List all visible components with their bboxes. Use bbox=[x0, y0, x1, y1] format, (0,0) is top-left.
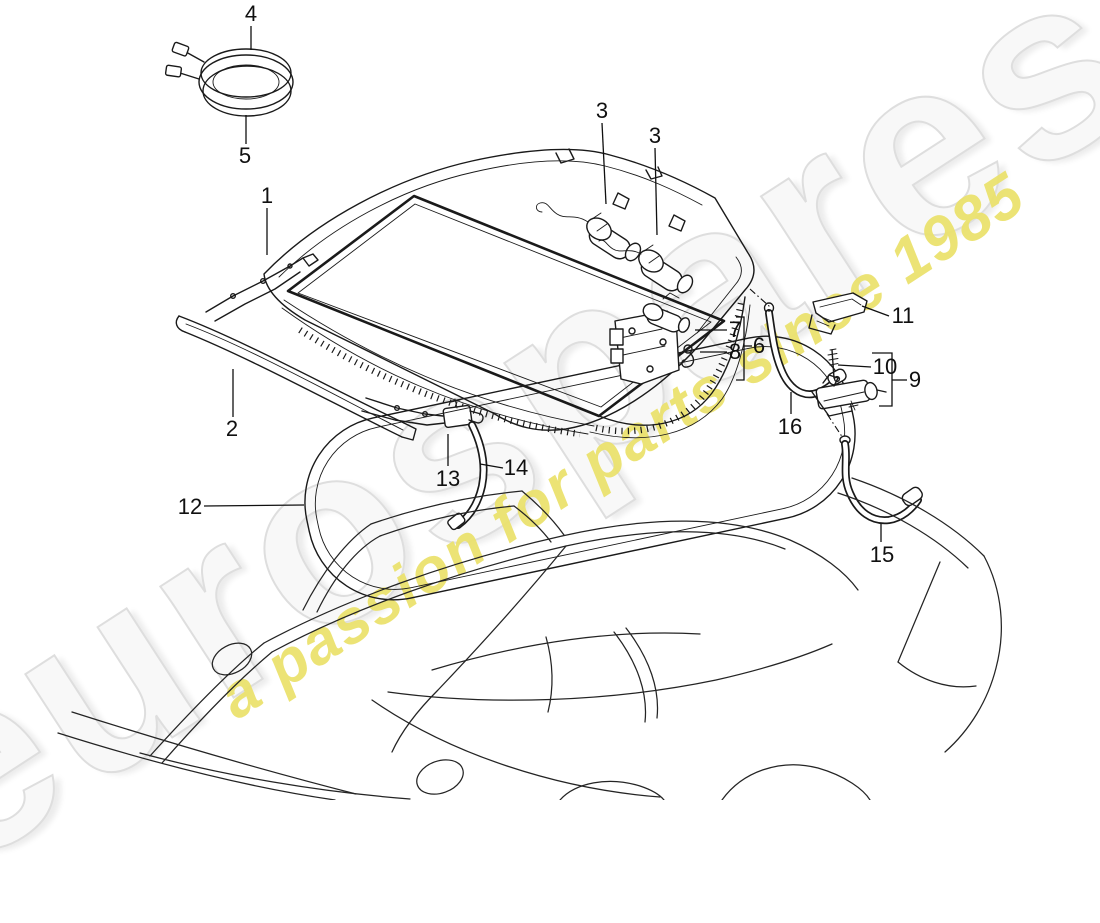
callout-12: 12 bbox=[177, 494, 203, 519]
parts-diagram-art bbox=[57, 41, 1002, 800]
callout-4: 4 bbox=[244, 1, 258, 26]
callout-11: 11 bbox=[891, 303, 915, 328]
callout-5: 5 bbox=[238, 143, 252, 168]
glass-roof-frame bbox=[263, 148, 755, 439]
drive-motor-2 bbox=[598, 239, 694, 294]
callout-10: 10 bbox=[872, 354, 898, 379]
callout-15: 15 bbox=[869, 542, 895, 567]
left-mirror bbox=[211, 642, 253, 676]
drive-bracket-assembly bbox=[609, 292, 695, 385]
callout-16: 16 bbox=[777, 414, 803, 439]
clip-cover bbox=[808, 292, 868, 335]
wind-deflector bbox=[175, 253, 446, 441]
callout-6: 6 bbox=[752, 333, 766, 358]
callout-13: 13 bbox=[435, 466, 461, 491]
screw bbox=[827, 348, 839, 379]
right-mirror bbox=[416, 759, 464, 795]
callout-8: 8 bbox=[728, 339, 742, 364]
car-body-outline bbox=[57, 477, 1002, 800]
drain-hose-front bbox=[447, 421, 488, 531]
callout-1: 1 bbox=[260, 183, 274, 208]
bushing bbox=[683, 344, 693, 354]
callout-2: 2 bbox=[225, 416, 239, 441]
callout-14: 14 bbox=[503, 455, 529, 480]
latch-drive bbox=[811, 374, 887, 417]
coiled-hose bbox=[164, 41, 294, 117]
glass-panel-edge bbox=[286, 194, 726, 418]
callout-9: 9 bbox=[908, 367, 922, 392]
callout-7: 7 bbox=[728, 317, 742, 342]
drive-motor-1 bbox=[535, 202, 642, 262]
callout-3: 3 bbox=[595, 98, 609, 123]
callout-3: 3 bbox=[648, 123, 662, 148]
roof-seal bbox=[304, 335, 856, 601]
hose-clamp bbox=[442, 398, 484, 429]
